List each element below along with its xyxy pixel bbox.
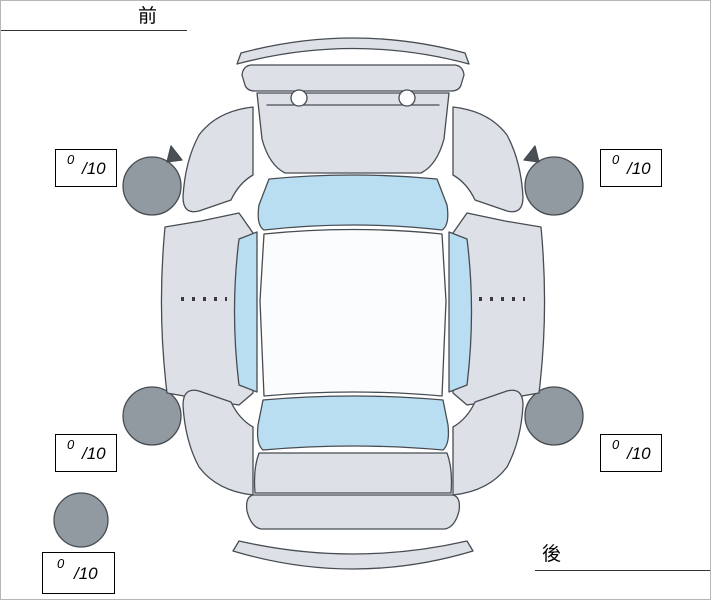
right-mirror-icon bbox=[523, 145, 540, 163]
hood bbox=[256, 92, 450, 174]
score-box-spare: 0 /10 bbox=[42, 552, 115, 594]
score-box-front-right: 0 /10 bbox=[600, 149, 662, 187]
front-underline bbox=[1, 30, 187, 31]
left-mirror-icon bbox=[166, 145, 183, 163]
score-value: 0 bbox=[67, 437, 75, 452]
score-box-rear-left: 0 /10 bbox=[55, 434, 117, 472]
rear-window bbox=[256, 395, 450, 451]
score-denominator: /10 bbox=[627, 159, 651, 178]
rear-bumper bbox=[245, 494, 461, 530]
hood-left-circle bbox=[290, 89, 308, 107]
front-label: 前 bbox=[138, 6, 158, 27]
rear-right-fender bbox=[452, 389, 524, 496]
front-spoiler bbox=[236, 37, 470, 65]
front-left-tire bbox=[122, 156, 182, 216]
rear-spoiler bbox=[232, 540, 474, 570]
rear-right-tire bbox=[524, 386, 584, 446]
score-denominator: /10 bbox=[627, 444, 651, 463]
rear-left-tire bbox=[122, 386, 182, 446]
front-left-fender bbox=[182, 106, 254, 213]
score-box-front-left: 0 /10 bbox=[55, 149, 117, 187]
score-box-rear-right: 0 /10 bbox=[600, 434, 662, 472]
score-value: 0 bbox=[57, 556, 65, 571]
score-value: 0 bbox=[612, 437, 620, 452]
score-denominator: /10 bbox=[82, 444, 106, 463]
score-denominator: /10 bbox=[82, 159, 106, 178]
score-value: 0 bbox=[67, 152, 75, 167]
front-right-tire bbox=[524, 156, 584, 216]
hood-right-circle bbox=[398, 89, 416, 107]
front-bumper bbox=[241, 64, 465, 92]
score-value: 0 bbox=[612, 152, 620, 167]
front-right-fender bbox=[452, 106, 524, 213]
score-denominator: /10 bbox=[74, 564, 98, 583]
trunk bbox=[253, 452, 453, 494]
windshield bbox=[257, 174, 449, 231]
spare-tire bbox=[53, 492, 109, 548]
rear-left-fender bbox=[182, 389, 254, 496]
rear-label: 後 bbox=[542, 544, 562, 565]
roof bbox=[259, 228, 447, 397]
left-door-window bbox=[233, 231, 258, 393]
rear-underline bbox=[535, 570, 710, 571]
right-door-window bbox=[448, 231, 473, 393]
